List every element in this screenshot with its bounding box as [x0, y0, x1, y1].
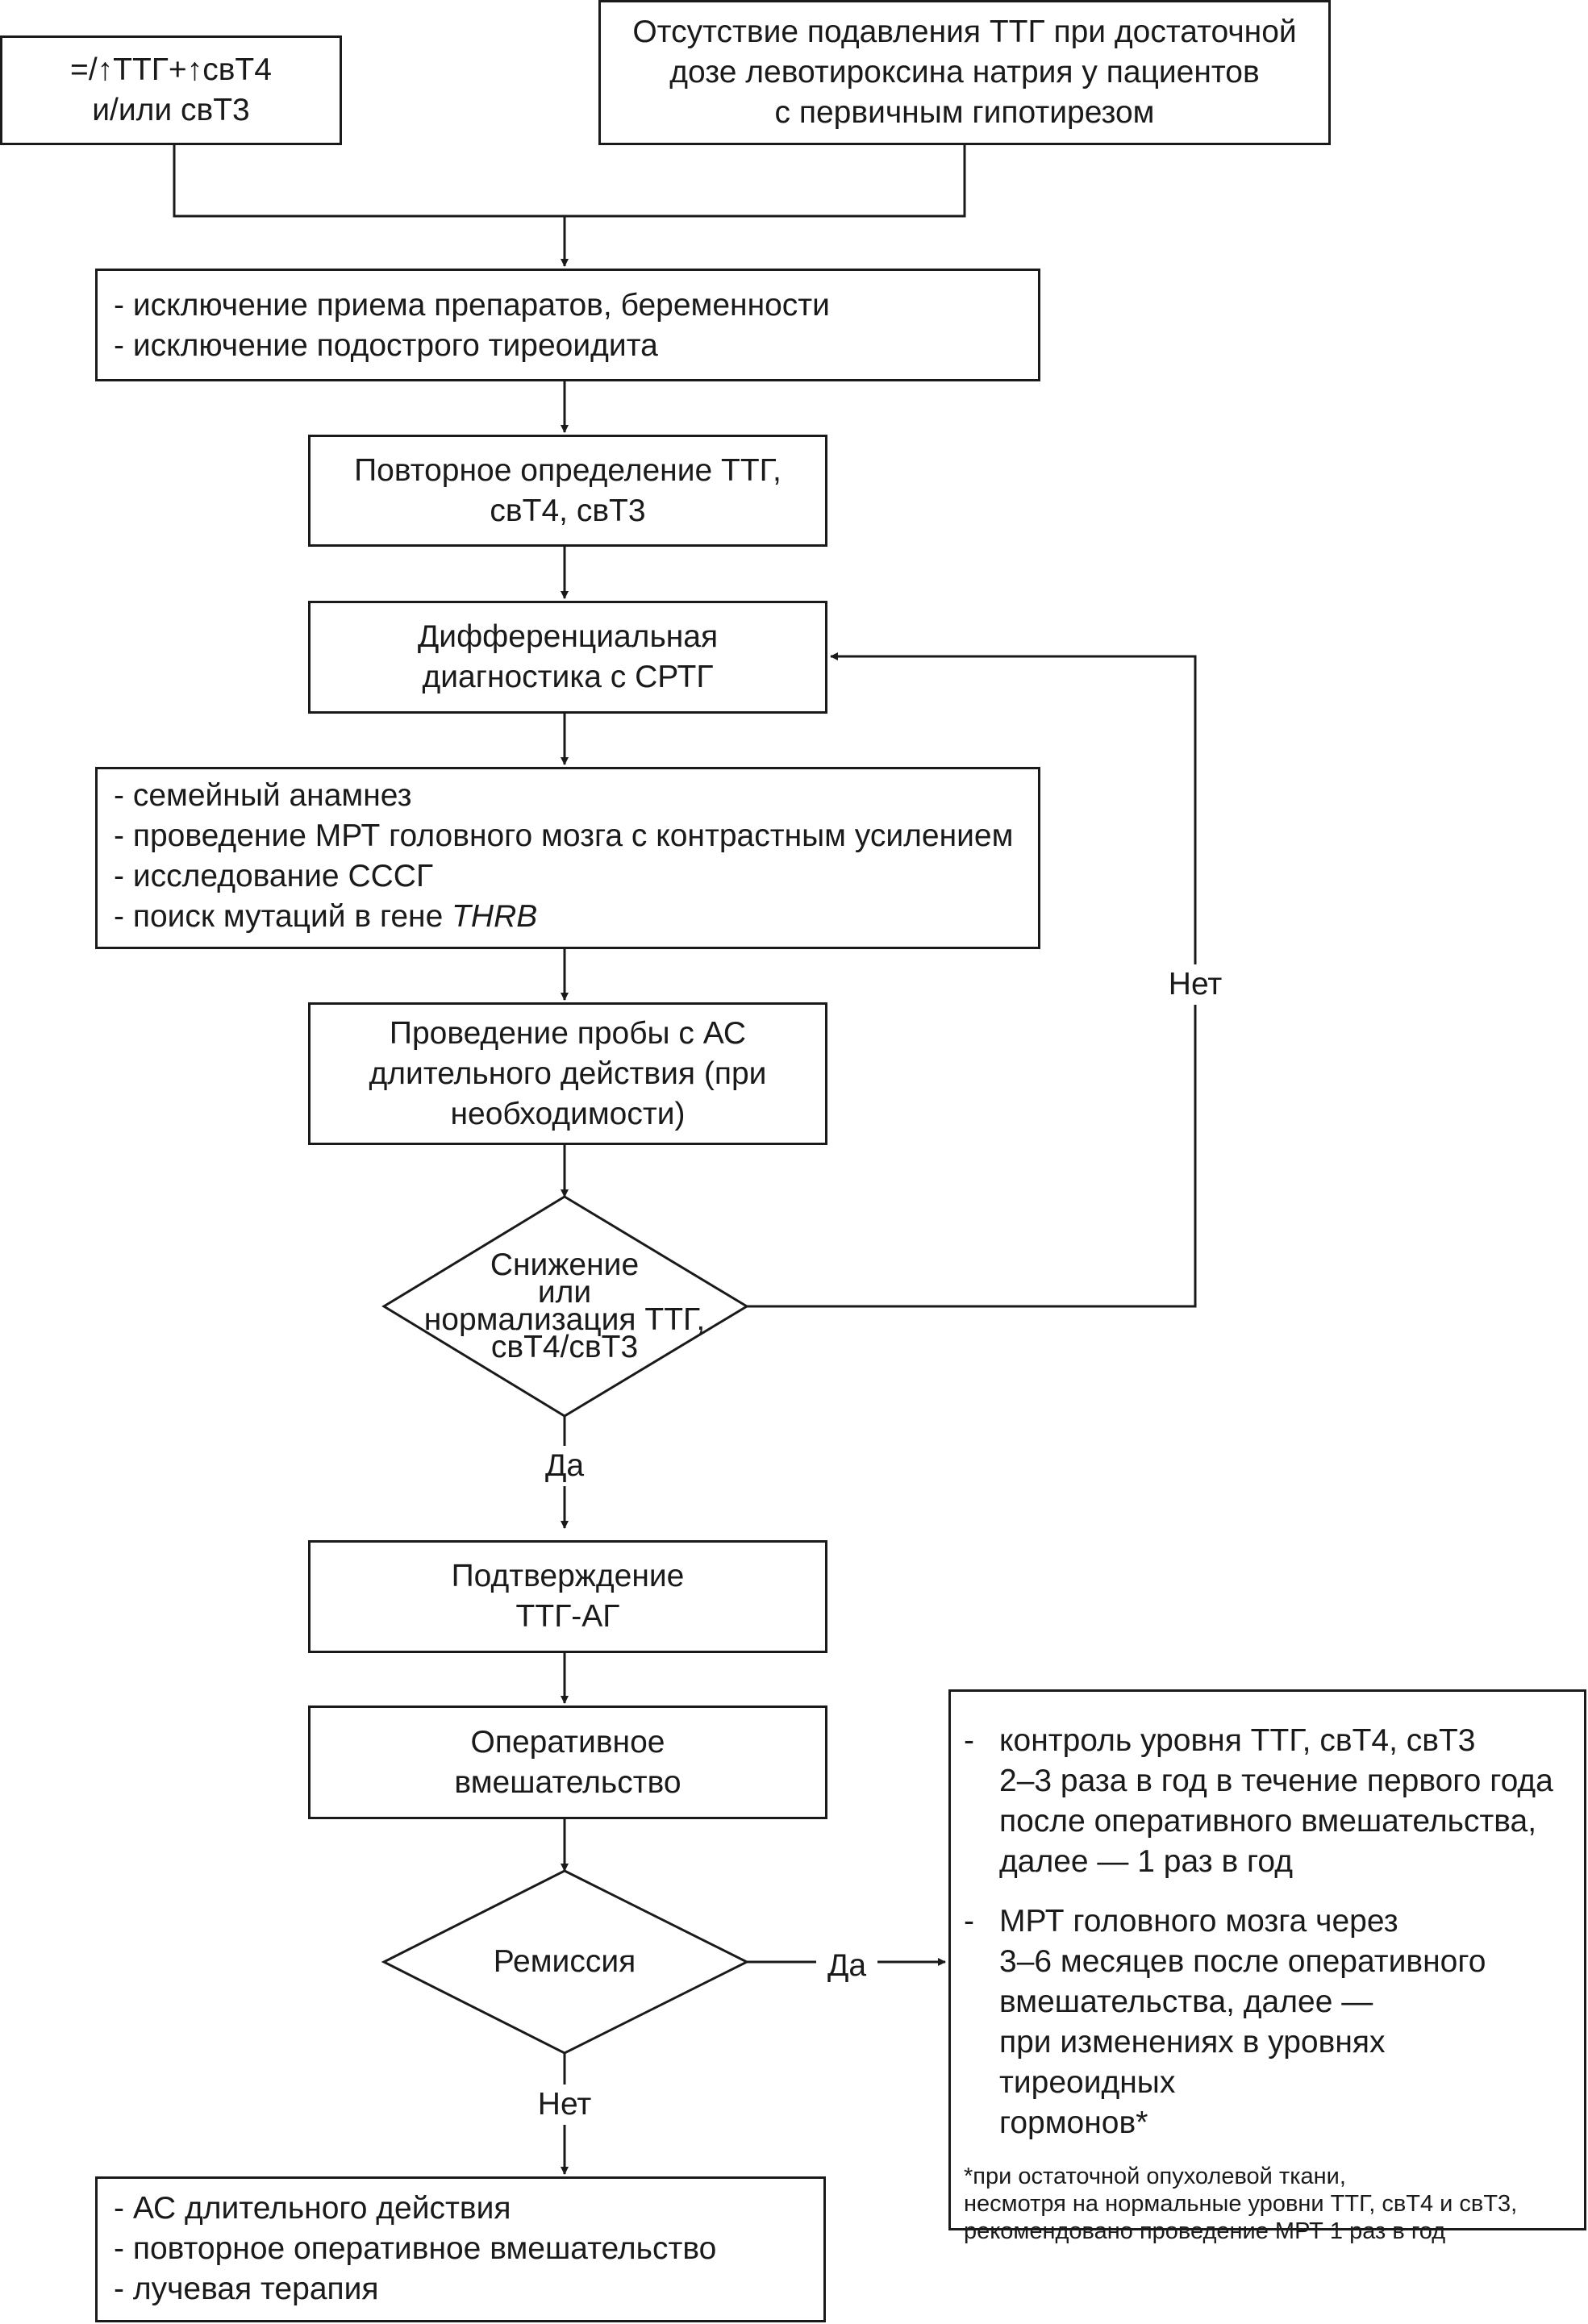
monitoring-footnote: *при остаточной опухолевой ткани, несмот…	[964, 2164, 1518, 2244]
decision1-line1: Снижение	[490, 1247, 640, 1282]
as-test-line2: длительного действия (при	[369, 1056, 767, 1091]
diff-diag-box: Дифференциальная диагностика с СРТГ	[308, 601, 827, 714]
decision1-no-loop	[747, 652, 1197, 1308]
monitoring-line: после оперативного вмешательства,	[999, 1804, 1537, 1839]
monitoring-item-text: контроль уровня ТТГ, свТ4, свТ3 2–3 раза…	[999, 1721, 1553, 1882]
workup-item4-prefix: - поиск мутаций в гене	[114, 899, 452, 934]
monitoring-line: далее — 1 раз в год	[999, 1844, 1293, 1879]
monitoring-line: 2–3 раза в год в течение первого года	[999, 1764, 1553, 1798]
diff-diag-line2: диагностика с СРТГ	[422, 660, 714, 694]
monitoring-line: при изменениях в уровнях тиреоидных	[999, 2025, 1386, 2100]
monitoring-dash: -	[964, 1723, 974, 1758]
workup-item: - поиск мутаций в гене THRB	[114, 897, 1022, 937]
edge-label-no-1: Нет	[1161, 964, 1229, 1005]
decision2-text: Ремиссия	[436, 1942, 694, 1982]
start-left-line2: и/или свТ3	[92, 93, 250, 127]
edge-label-yes-2: Да	[816, 1946, 877, 1986]
as-test-line3: необходимости)	[450, 1096, 686, 1131]
confirm-line2: ТТГ-АГ	[515, 1599, 620, 1634]
as-test-box: Проведение пробы с АС длительного действ…	[308, 1002, 827, 1145]
start-right-box: Отсутствие подавления ТТГ при достаточно…	[598, 0, 1331, 145]
workup-box: - семейный анамнез - проведение МРТ голо…	[95, 767, 1040, 949]
monitoring-line: вмешательства, далее —	[999, 1985, 1373, 2019]
no-remission-item: - повторное оперативное вмешательство	[114, 2231, 717, 2266]
merge-connector	[173, 145, 966, 218]
repeat-test-line1: Повторное определение ТТГ,	[354, 452, 781, 488]
diff-diag-line1: Дифференциальная	[417, 619, 719, 654]
monitoring-line: 3–6 месяцев после оперативного	[999, 1944, 1486, 1979]
decision1-text: Снижение или нормализация ТТГ, свТ4/свТ3	[403, 1234, 726, 1379]
monitoring-line: МРТ головного мозга через	[999, 1904, 1398, 1939]
monitoring-item: - контроль уровня ТТГ, свТ4, свТ3 2–3 ра…	[964, 1721, 1568, 1882]
monitoring-line: контроль уровня ТТГ, свТ4, свТ3	[999, 1723, 1476, 1758]
surgery-box: Оперативное вмешательство	[308, 1706, 827, 1819]
start-right-line1: Отсутствие подавления ТТГ при достаточно…	[632, 15, 1297, 49]
confirm-box: Подтверждение ТТГ-АГ	[308, 1540, 827, 1653]
exclusion-item: - исключение подострого тиреоидита	[114, 328, 658, 363]
surgery-line1: Оперативное	[470, 1724, 665, 1760]
no-remission-item: - лучевая терапия	[114, 2272, 379, 2306]
decision1-diamond	[381, 1195, 749, 1418]
no-remission-box: - АС длительного действия - повторное оп…	[95, 2176, 826, 2322]
workup-item: - исследование СССГ	[114, 859, 434, 893]
monitoring-item-text: МРТ головного мозга через 3–6 месяцев по…	[999, 1901, 1568, 2143]
monitoring-box: - контроль уровня ТТГ, свТ4, свТ3 2–3 ра…	[948, 1689, 1586, 2244]
exclusion-item: - исключение приема препаратов, беременн…	[114, 288, 830, 323]
exclusion-box: - исключение приема препаратов, беременн…	[95, 269, 1040, 381]
confirm-line1: Подтверждение	[451, 1559, 685, 1593]
workup-item: - проведение МРТ головного мозга с контр…	[114, 818, 1014, 853]
start-right-line2: дозе левотироксина натрия у пациентов	[669, 55, 1260, 90]
edge-label-no-2: Нет	[527, 2085, 602, 2125]
edge-label-yes-1: Да	[536, 1446, 594, 1486]
no-remission-item: - АС длительного действия	[114, 2191, 511, 2226]
start-left-line1: =/↑ТТГ+↑свТ4	[70, 52, 272, 87]
decision2-diamond	[381, 1869, 750, 2055]
decision1-line3: нормализация ТТГ,	[423, 1302, 706, 1337]
repeat-test-line2: свТ4, свТ3	[490, 493, 646, 528]
decision2-label: Ремиссия	[493, 1944, 636, 1979]
as-test-line1: Проведение пробы с АС	[389, 1015, 747, 1051]
gene-name: THRB	[452, 899, 538, 934]
repeat-test-box: Повторное определение ТТГ, свТ4, свТ3	[308, 435, 827, 547]
decision1-line2: или	[537, 1275, 592, 1310]
start-right-line3: с первичным гипотирезом	[774, 95, 1155, 130]
decision1-line4: свТ4/свТ3	[490, 1330, 639, 1364]
monitoring-line: гормонов*	[999, 2105, 1148, 2140]
start-left-box: =/↑ТТГ+↑свТ4 и/или свТ3	[0, 35, 342, 145]
workup-item: - семейный анамнез	[114, 778, 412, 813]
surgery-line2: вмешательство	[454, 1764, 681, 1800]
monitoring-item: - МРТ головного мозга через 3–6 месяцев …	[964, 1901, 1568, 2143]
monitoring-dash: -	[964, 1904, 974, 1939]
